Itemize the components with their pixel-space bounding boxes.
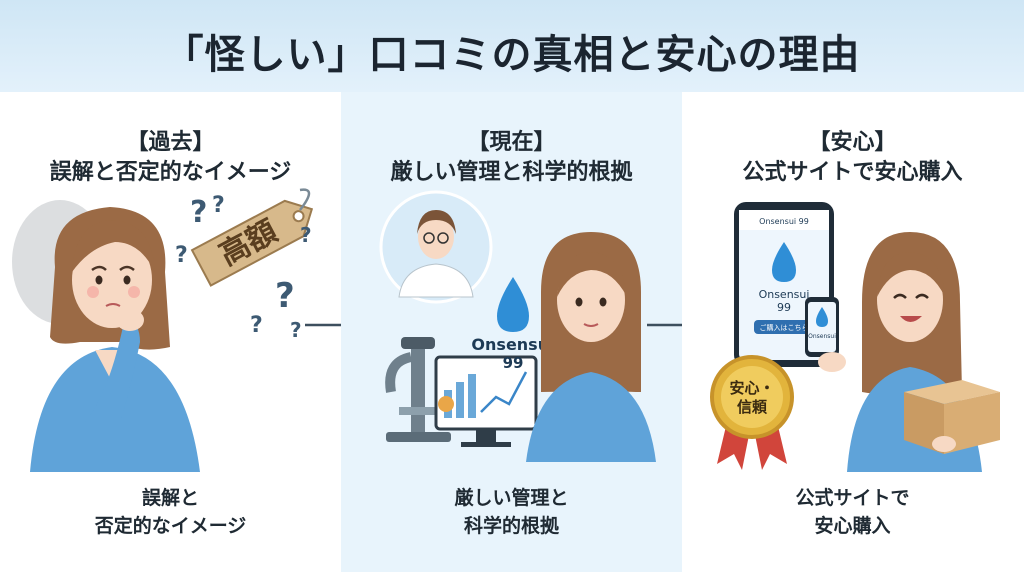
panel-past-heading: 誤解と否定的なイメージ — [49, 160, 292, 185]
question-mark-icon: ? — [190, 195, 207, 230]
panel-present-illustration: Onsensui 99 — [379, 190, 656, 462]
question-mark-icon: ? — [212, 193, 225, 218]
panel-present-caption-line1: 厳しい管理と — [454, 487, 569, 509]
panel-present-tag: 【現在】 — [467, 130, 556, 155]
package-box-icon — [904, 380, 1000, 454]
panel-past-tag: 【過去】 — [126, 130, 215, 155]
question-mark-icon: ? — [300, 223, 312, 247]
phone-buy-button: ご購入はこちら — [760, 323, 809, 332]
page-title: 「怪しい」口コミの真相と安心の理由 — [163, 32, 861, 78]
question-mark-icon: ? — [175, 243, 188, 268]
panel-present: 【現在】 厳しい管理と科学的根拠 — [341, 92, 682, 572]
panel-assurance-illustration: Onsensui 99 Onsensui 99 ご購入はこちら 安心・ 信頼 O… — [710, 202, 1000, 472]
small-phone-label: Onsensui — [808, 333, 836, 340]
phone-brand: Onsensui 99 — [759, 217, 809, 226]
brand-name: Onsensui — [471, 335, 554, 354]
panel-past-caption-line1: 誤解と — [141, 487, 199, 509]
badge-text-line2: 信頼 — [737, 398, 768, 416]
brand-number: 99 — [503, 354, 524, 372]
phone-logo-number: 99 — [777, 301, 791, 314]
panel-past: 【過去】 誤解と否定的なイメージ 高額 ? ? ? — [0, 92, 341, 572]
title-banner: 「怪しい」口コミの真相と安心の理由 — [0, 0, 1024, 92]
phone-logo: Onsensui — [759, 288, 810, 301]
panel-present-heading: 厳しい管理と科学的根拠 — [390, 160, 633, 185]
monitor-chart-icon — [434, 355, 538, 447]
question-mark-icon: ? — [275, 276, 295, 316]
panel-present-caption-line2: 科学的根拠 — [463, 515, 559, 537]
question-mark-icon: ? — [290, 318, 302, 342]
panel-assurance-caption-line2: 安心購入 — [814, 515, 891, 537]
microscope-icon — [385, 337, 451, 442]
panel-assurance-caption-line1: 公式サイトで — [795, 487, 910, 509]
panel-assurance: 【安心】 公式サイトで安心購入 Onsensui 99 Onsensui 99 … — [682, 92, 1023, 572]
question-mark-icon: ? — [250, 313, 263, 338]
medal-badge-icon: 安心・ 信頼 — [710, 355, 794, 470]
badge-text-line1: 安心・ — [729, 379, 774, 397]
panel-assurance-tag: 【安心】 — [808, 130, 897, 155]
water-drop-icon — [497, 277, 529, 332]
panel-assurance-heading: 公式サイトで安心購入 — [742, 160, 963, 185]
panel-past-caption-line2: 否定的なイメージ — [94, 515, 247, 537]
panel-past-illustration: 高額 ? ? ? ? ? ? ? — [12, 188, 314, 472]
